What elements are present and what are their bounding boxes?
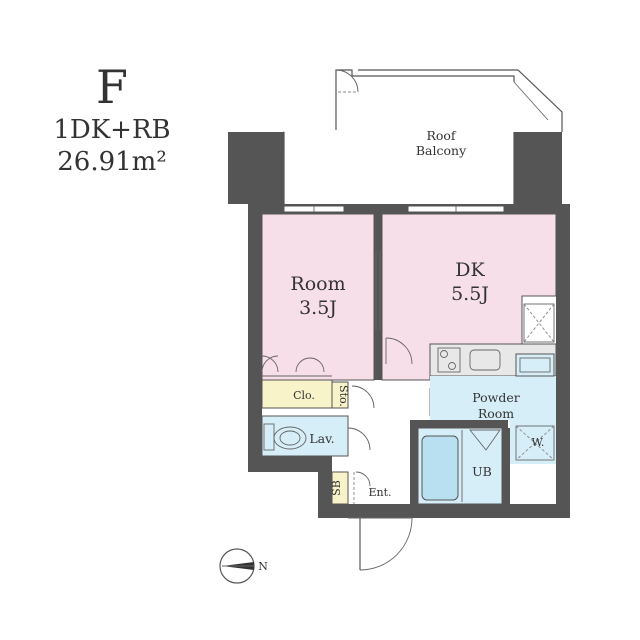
room-dk: DK 5.5J — [381, 213, 557, 381]
clo-label: Clo. — [293, 389, 315, 402]
lav-label: Lav. — [309, 431, 334, 446]
ub-label: UB — [472, 464, 492, 479]
washer-label: W. — [532, 436, 545, 449]
closet: Clo. — [261, 355, 333, 409]
compass: N — [219, 548, 268, 584]
powder-room: Powder Room W. — [430, 353, 556, 464]
compass-north-label: N — [258, 560, 268, 573]
windows — [283, 205, 505, 213]
roof-balcony: Roof Balcony — [283, 69, 563, 204]
entrance: SB Ent. — [330, 471, 413, 571]
layout-label: 1DK+RB — [53, 115, 170, 145]
room-bedroom: Room 3.5J — [261, 213, 375, 381]
storage: Sto. — [331, 381, 350, 409]
sb-label: SB — [330, 480, 343, 496]
powder-label-1: Powder — [472, 390, 520, 405]
dk-size: 5.5J — [451, 283, 489, 305]
unit-type-label: F — [96, 60, 128, 114]
sto-label: Sto. — [337, 385, 350, 407]
roof-balcony-label-1: Roof — [426, 128, 456, 143]
unit-bath: UB — [417, 427, 503, 505]
ent-label: Ent. — [368, 486, 391, 499]
room-name: Room — [290, 273, 345, 295]
powder-label-2: Room — [478, 406, 514, 421]
lavatory: Lav. — [261, 415, 371, 457]
sliding-door — [375, 250, 381, 330]
roof-balcony-label-2: Balcony — [416, 143, 467, 158]
room-size: 3.5J — [299, 297, 337, 319]
area-label: 26.91m² — [57, 147, 167, 177]
dk-name: DK — [455, 259, 485, 281]
